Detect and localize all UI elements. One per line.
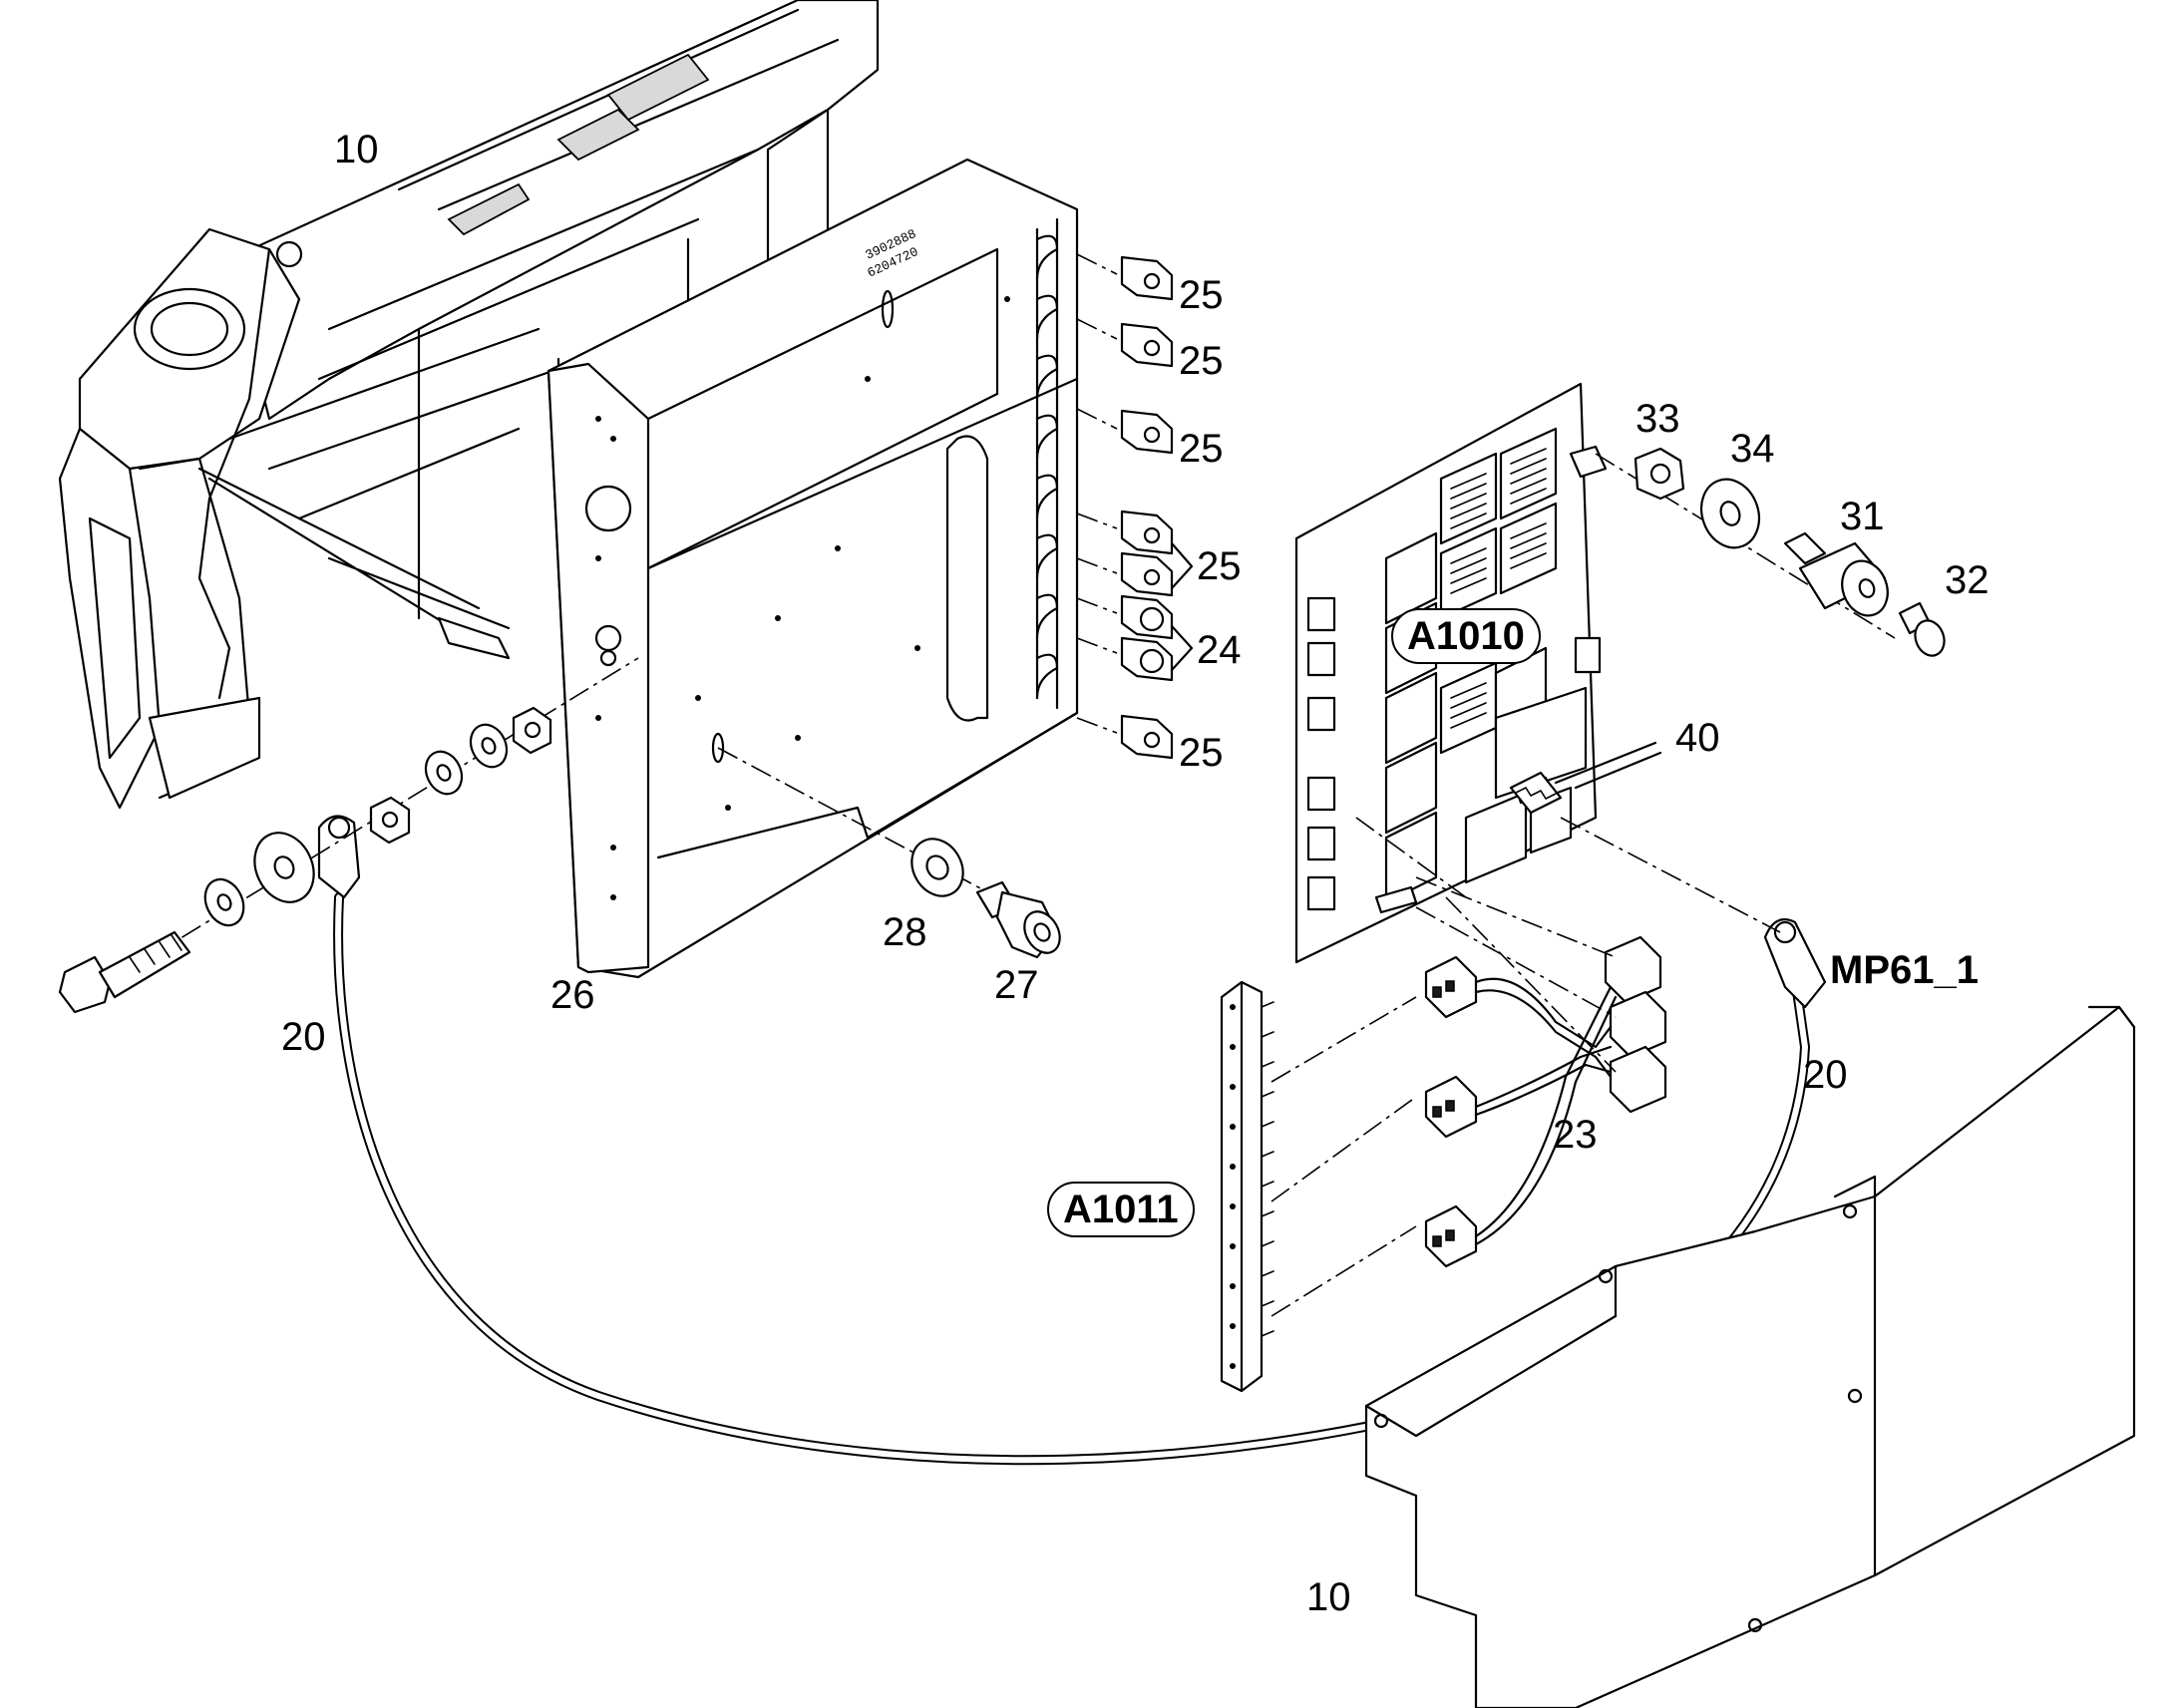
circuit-board-a1010	[1294, 382, 1608, 964]
callout-25-c: 25	[1179, 427, 1224, 471]
callout-26: 26	[550, 973, 595, 1017]
bolt-stack-left	[58, 657, 639, 1014]
callout-27: 27	[994, 963, 1039, 1007]
callout-34: 34	[1730, 427, 1775, 471]
callout-23: 23	[1553, 1113, 1598, 1157]
callout-25-e: 25	[1179, 731, 1224, 775]
callout-25-a: 25	[1179, 273, 1224, 317]
mounting-panel-26: 3902888 6204720	[546, 158, 1079, 979]
callout-31: 31	[1840, 495, 1885, 538]
wire-harness-23	[1355, 817, 1667, 1268]
terminal-strip-a1011	[1220, 980, 1417, 1393]
callout-10-top: 10	[334, 128, 379, 171]
callout-24: 24	[1197, 628, 1242, 672]
standoff-hardware	[1595, 447, 1946, 657]
housing-cover-bottom-right	[1364, 1005, 2136, 1708]
washer-28-screw-27	[717, 747, 1061, 959]
callout-20-right: 20	[1803, 1053, 1848, 1097]
callout-mp61-1: MP61_1	[1830, 948, 1979, 992]
callout-28: 28	[883, 910, 927, 954]
callout-20-left: 20	[281, 1015, 326, 1059]
callout-10-bottom: 10	[1306, 1575, 1351, 1619]
callout-40: 40	[1675, 716, 1720, 760]
reference-a1011: A1011	[1047, 1182, 1195, 1237]
callout-25-b: 25	[1179, 339, 1224, 383]
spring-pin-40	[1509, 741, 1657, 815]
callout-32: 32	[1945, 558, 1990, 602]
leader-line-40	[1574, 751, 1662, 790]
callout-33: 33	[1635, 397, 1680, 441]
reference-a1010: A1010	[1391, 608, 1541, 664]
callout-25-d: 25	[1197, 544, 1242, 588]
clips-25-24	[1076, 253, 1194, 760]
